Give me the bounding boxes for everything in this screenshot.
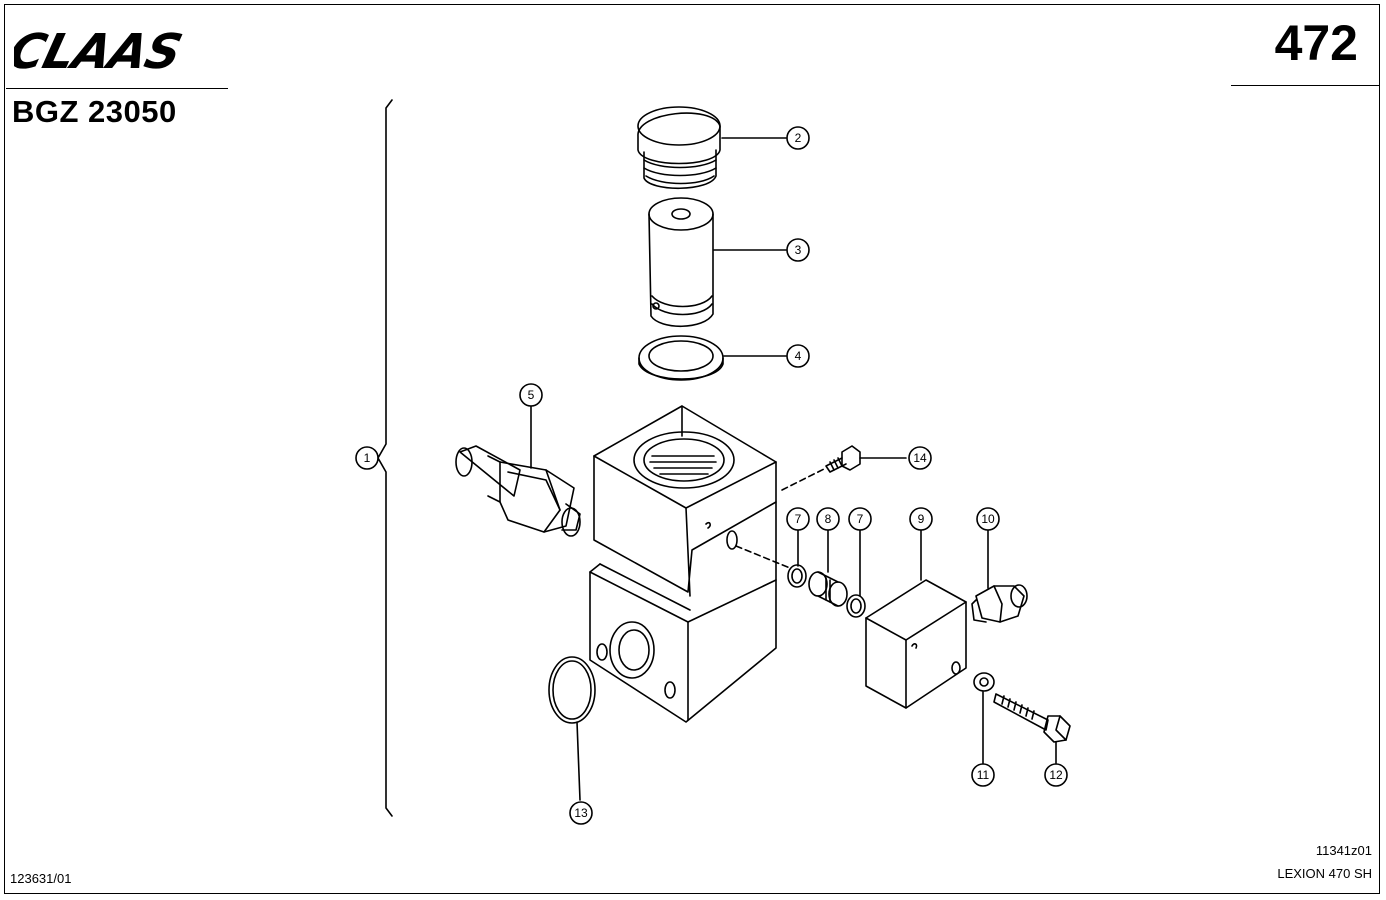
callout-7a: 7 (786, 507, 810, 531)
svg-text:7: 7 (795, 512, 802, 526)
callout-3: 3 (786, 238, 810, 262)
svg-text:1: 1 (364, 451, 371, 465)
hose-fitting-part (455, 445, 581, 537)
callout-9: 9 (909, 507, 933, 531)
callout-8: 8 (816, 507, 840, 531)
seal-part-b (846, 594, 866, 618)
o-ring-part (548, 656, 596, 724)
claas-logo: CLAAS (3, 25, 236, 80)
svg-text:4: 4 (795, 349, 802, 363)
brand-wordmark: CLAAS (14, 28, 186, 72)
seal-part-a (787, 564, 807, 588)
svg-text:14: 14 (913, 451, 927, 465)
callout-5: 5 (519, 383, 543, 407)
plug-part (637, 106, 721, 190)
ring-part (638, 335, 724, 381)
callout-7b: 7 (848, 507, 872, 531)
drawing-id: 11341z01 (1315, 843, 1372, 858)
svg-text:9: 9 (918, 512, 925, 526)
svg-text:7: 7 (857, 512, 864, 526)
callout-11: 11 (971, 763, 995, 787)
adapter-fitting-part (971, 584, 1028, 623)
sleeve-part (808, 571, 848, 607)
leader-lines (530, 137, 1057, 801)
svg-text:2: 2 (795, 131, 802, 145)
valve-block (589, 405, 827, 723)
svg-text:13: 13 (574, 806, 588, 820)
page-number: 472 (1274, 15, 1358, 71)
svg-text:10: 10 (981, 512, 995, 526)
svg-text:11: 11 (977, 768, 990, 782)
washer-part (973, 672, 995, 692)
cartridge-part (648, 197, 714, 327)
adapter-block-part (865, 579, 967, 709)
bolt-part (993, 693, 1071, 743)
footer-reference: 123631/01 (10, 871, 72, 886)
svg-text:8: 8 (825, 512, 832, 526)
callout-10: 10 (976, 507, 1000, 531)
page-frame (4, 4, 1380, 894)
callout-12: 12 (1044, 763, 1068, 787)
machine-model: LEXION 470 SH (1277, 866, 1372, 881)
callout-2: 2 (786, 126, 810, 150)
svg-text:3: 3 (795, 243, 802, 257)
callout-4: 4 (786, 344, 810, 368)
callout-13: 13 (569, 801, 593, 825)
callout-1: 1 (355, 446, 379, 470)
small-screw-part (825, 445, 861, 473)
header-rule-right (1231, 85, 1379, 86)
svg-text:12: 12 (1049, 768, 1063, 782)
assembly-bracket (377, 99, 393, 817)
callout-markers: 1 2 3 4 5 7 8 7 (355, 126, 1068, 825)
header-rule-left (6, 88, 228, 89)
document-code: BGZ 23050 (12, 94, 177, 129)
callout-14: 14 (908, 446, 932, 470)
svg-text:5: 5 (528, 388, 535, 402)
